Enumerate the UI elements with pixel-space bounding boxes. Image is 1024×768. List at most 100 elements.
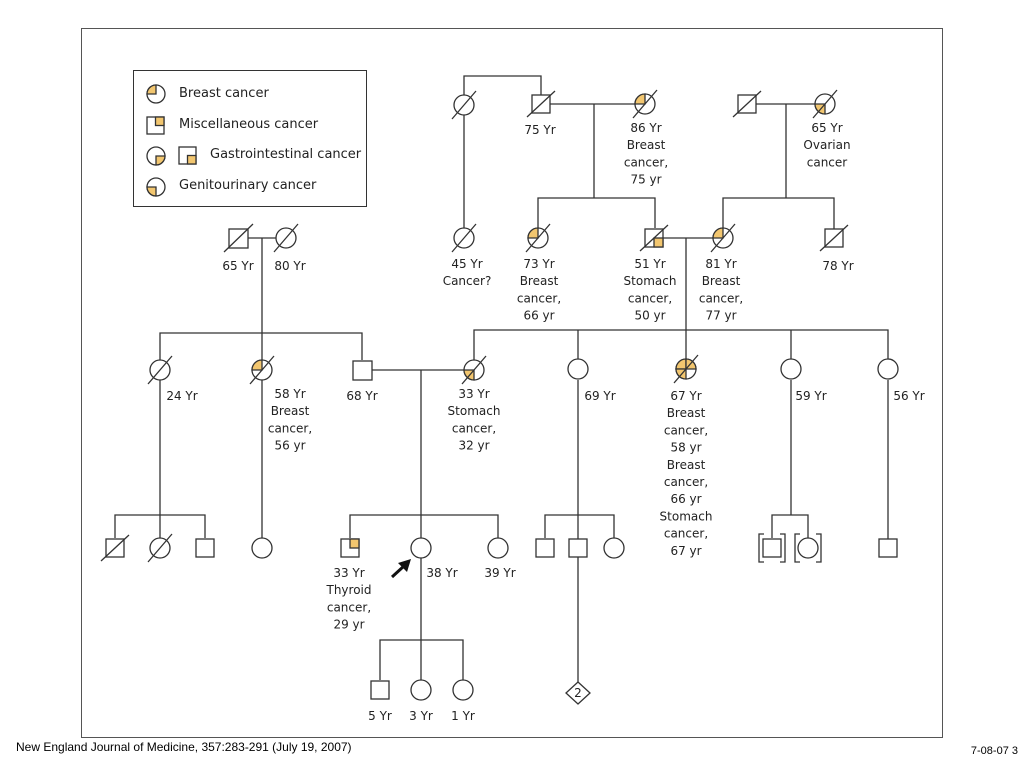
label-gen4-2: 38 Yr: [426, 566, 457, 580]
deceased-mark: [273, 223, 299, 253]
label-gen2-b4: 81 Yr Breast cancer, 77 yr: [699, 257, 743, 323]
label-gen5-1: 5 Yr: [368, 709, 392, 723]
label-gen5-3: 1 Yr: [451, 709, 475, 723]
cousin-female-2: [603, 537, 625, 559]
deceased-mark: [147, 355, 173, 385]
label-line: Ovarian: [803, 138, 850, 152]
deceased-mark: [525, 223, 551, 253]
label-line: Breast: [702, 274, 741, 288]
label-line: 24 Yr: [166, 389, 197, 403]
legend-breast-label: Breast cancer: [179, 86, 269, 101]
label-gen3-3: 68 Yr: [346, 389, 377, 403]
deceased-mark: [100, 534, 130, 562]
legend-gi-circle-quadrant: [155, 155, 166, 166]
label-gen5-2: 3 Yr: [409, 709, 433, 723]
label-line: 65 Yr: [811, 121, 842, 135]
footer-citation: New England Journal of Medicine, 357:283…: [16, 740, 352, 754]
breast-cancer-quadrant: [634, 93, 646, 105]
legend-gu-label: Genitourinary cancer: [179, 178, 317, 193]
adopted-cousin-female: [797, 537, 819, 559]
breast-cancer-quadrant: [712, 227, 724, 239]
deceased-mark: [732, 90, 762, 118]
label-line: 58 Yr: [274, 387, 305, 401]
label-line: cancer,: [628, 291, 672, 305]
label-line: 69 Yr: [584, 389, 615, 403]
deceased-mark: [673, 354, 699, 384]
label-line: 56 yr: [274, 439, 305, 453]
label-line: 51 Yr: [634, 257, 665, 271]
label-line: Breast: [667, 406, 706, 420]
deceased-mark: [147, 533, 173, 563]
gi-cancer-quadrant: [653, 237, 664, 248]
label-line: 66 yr: [670, 492, 701, 506]
label-line: 65 Yr: [222, 259, 253, 273]
legend-misc-label: Miscellaneous cancer: [179, 117, 319, 132]
label-line: Stomach: [624, 274, 677, 288]
deceased-mark: [639, 224, 669, 252]
deceased-mark: [819, 224, 849, 252]
aunt-59yr: [780, 358, 802, 380]
deceased-mark: [526, 90, 556, 118]
label-line: Breast: [271, 404, 310, 418]
adopted-cousin-male: [762, 538, 782, 558]
label-line: 67 Yr: [670, 389, 701, 403]
deceased-mark: [710, 223, 736, 253]
deceased-mark: [461, 355, 487, 385]
aunt-56yr: [877, 358, 899, 380]
sister-39yr: [487, 537, 509, 559]
legend-symbols: [146, 84, 197, 197]
misc-cancer-quadrant: [349, 538, 360, 549]
label-gen2-a1: 65 Yr: [222, 259, 253, 273]
label-line: Breast: [520, 274, 559, 288]
legend-gi-square-quadrant: [186, 154, 197, 165]
cousin-male-3: [878, 538, 898, 558]
label-line: 75 yr: [630, 173, 661, 187]
label-line: 77 yr: [705, 309, 736, 323]
label-line: cancer,: [664, 423, 708, 437]
label-gen3-7: 59 Yr: [795, 389, 826, 403]
label-gen3-1: 24 Yr: [166, 389, 197, 403]
diamond-count: 2: [574, 686, 582, 700]
label-line: 56 Yr: [893, 389, 924, 403]
label-line: 78 Yr: [822, 259, 853, 273]
label-line: Thyroid: [326, 583, 372, 597]
label-line: 58 yr: [670, 441, 701, 455]
father-68yr: [352, 360, 373, 381]
proband-arrow: [390, 559, 411, 579]
label-line: cancer,: [452, 421, 496, 435]
label-line: 66 yr: [523, 309, 554, 323]
deceased-mark: [812, 89, 838, 119]
label-line: cancer: [807, 155, 848, 169]
label-line: 73 Yr: [523, 257, 554, 271]
label-line: 32 yr: [458, 439, 489, 453]
label-line: 59 Yr: [795, 389, 826, 403]
label-line: cancer,: [699, 291, 743, 305]
cousin-male-2: [568, 538, 588, 558]
label-line: 45 Yr: [451, 257, 482, 271]
deceased-mark: [632, 89, 658, 119]
label-gen3-5: 69 Yr: [584, 389, 615, 403]
label-line: 38 Yr: [426, 566, 457, 580]
label-gen1-f1: 75 Yr: [524, 123, 555, 137]
child-1yr: [452, 679, 474, 701]
cousin-male-1: [535, 538, 555, 558]
label-line: 33 Yr: [458, 387, 489, 401]
breast-cancer-quadrant: [527, 227, 539, 239]
label-line: cancer,: [664, 527, 708, 541]
label-line: 81 Yr: [705, 257, 736, 271]
diamond-siblings: [565, 681, 591, 705]
footer-page-number: 7-08-07 3: [970, 745, 1018, 757]
deceased-mark: [451, 90, 477, 120]
cousin-female: [251, 537, 273, 559]
label-gen2-a2: 80 Yr: [274, 259, 305, 273]
adoption-brackets: [758, 533, 822, 563]
label-line: 80 Yr: [274, 259, 305, 273]
label-line: 68 Yr: [346, 389, 377, 403]
